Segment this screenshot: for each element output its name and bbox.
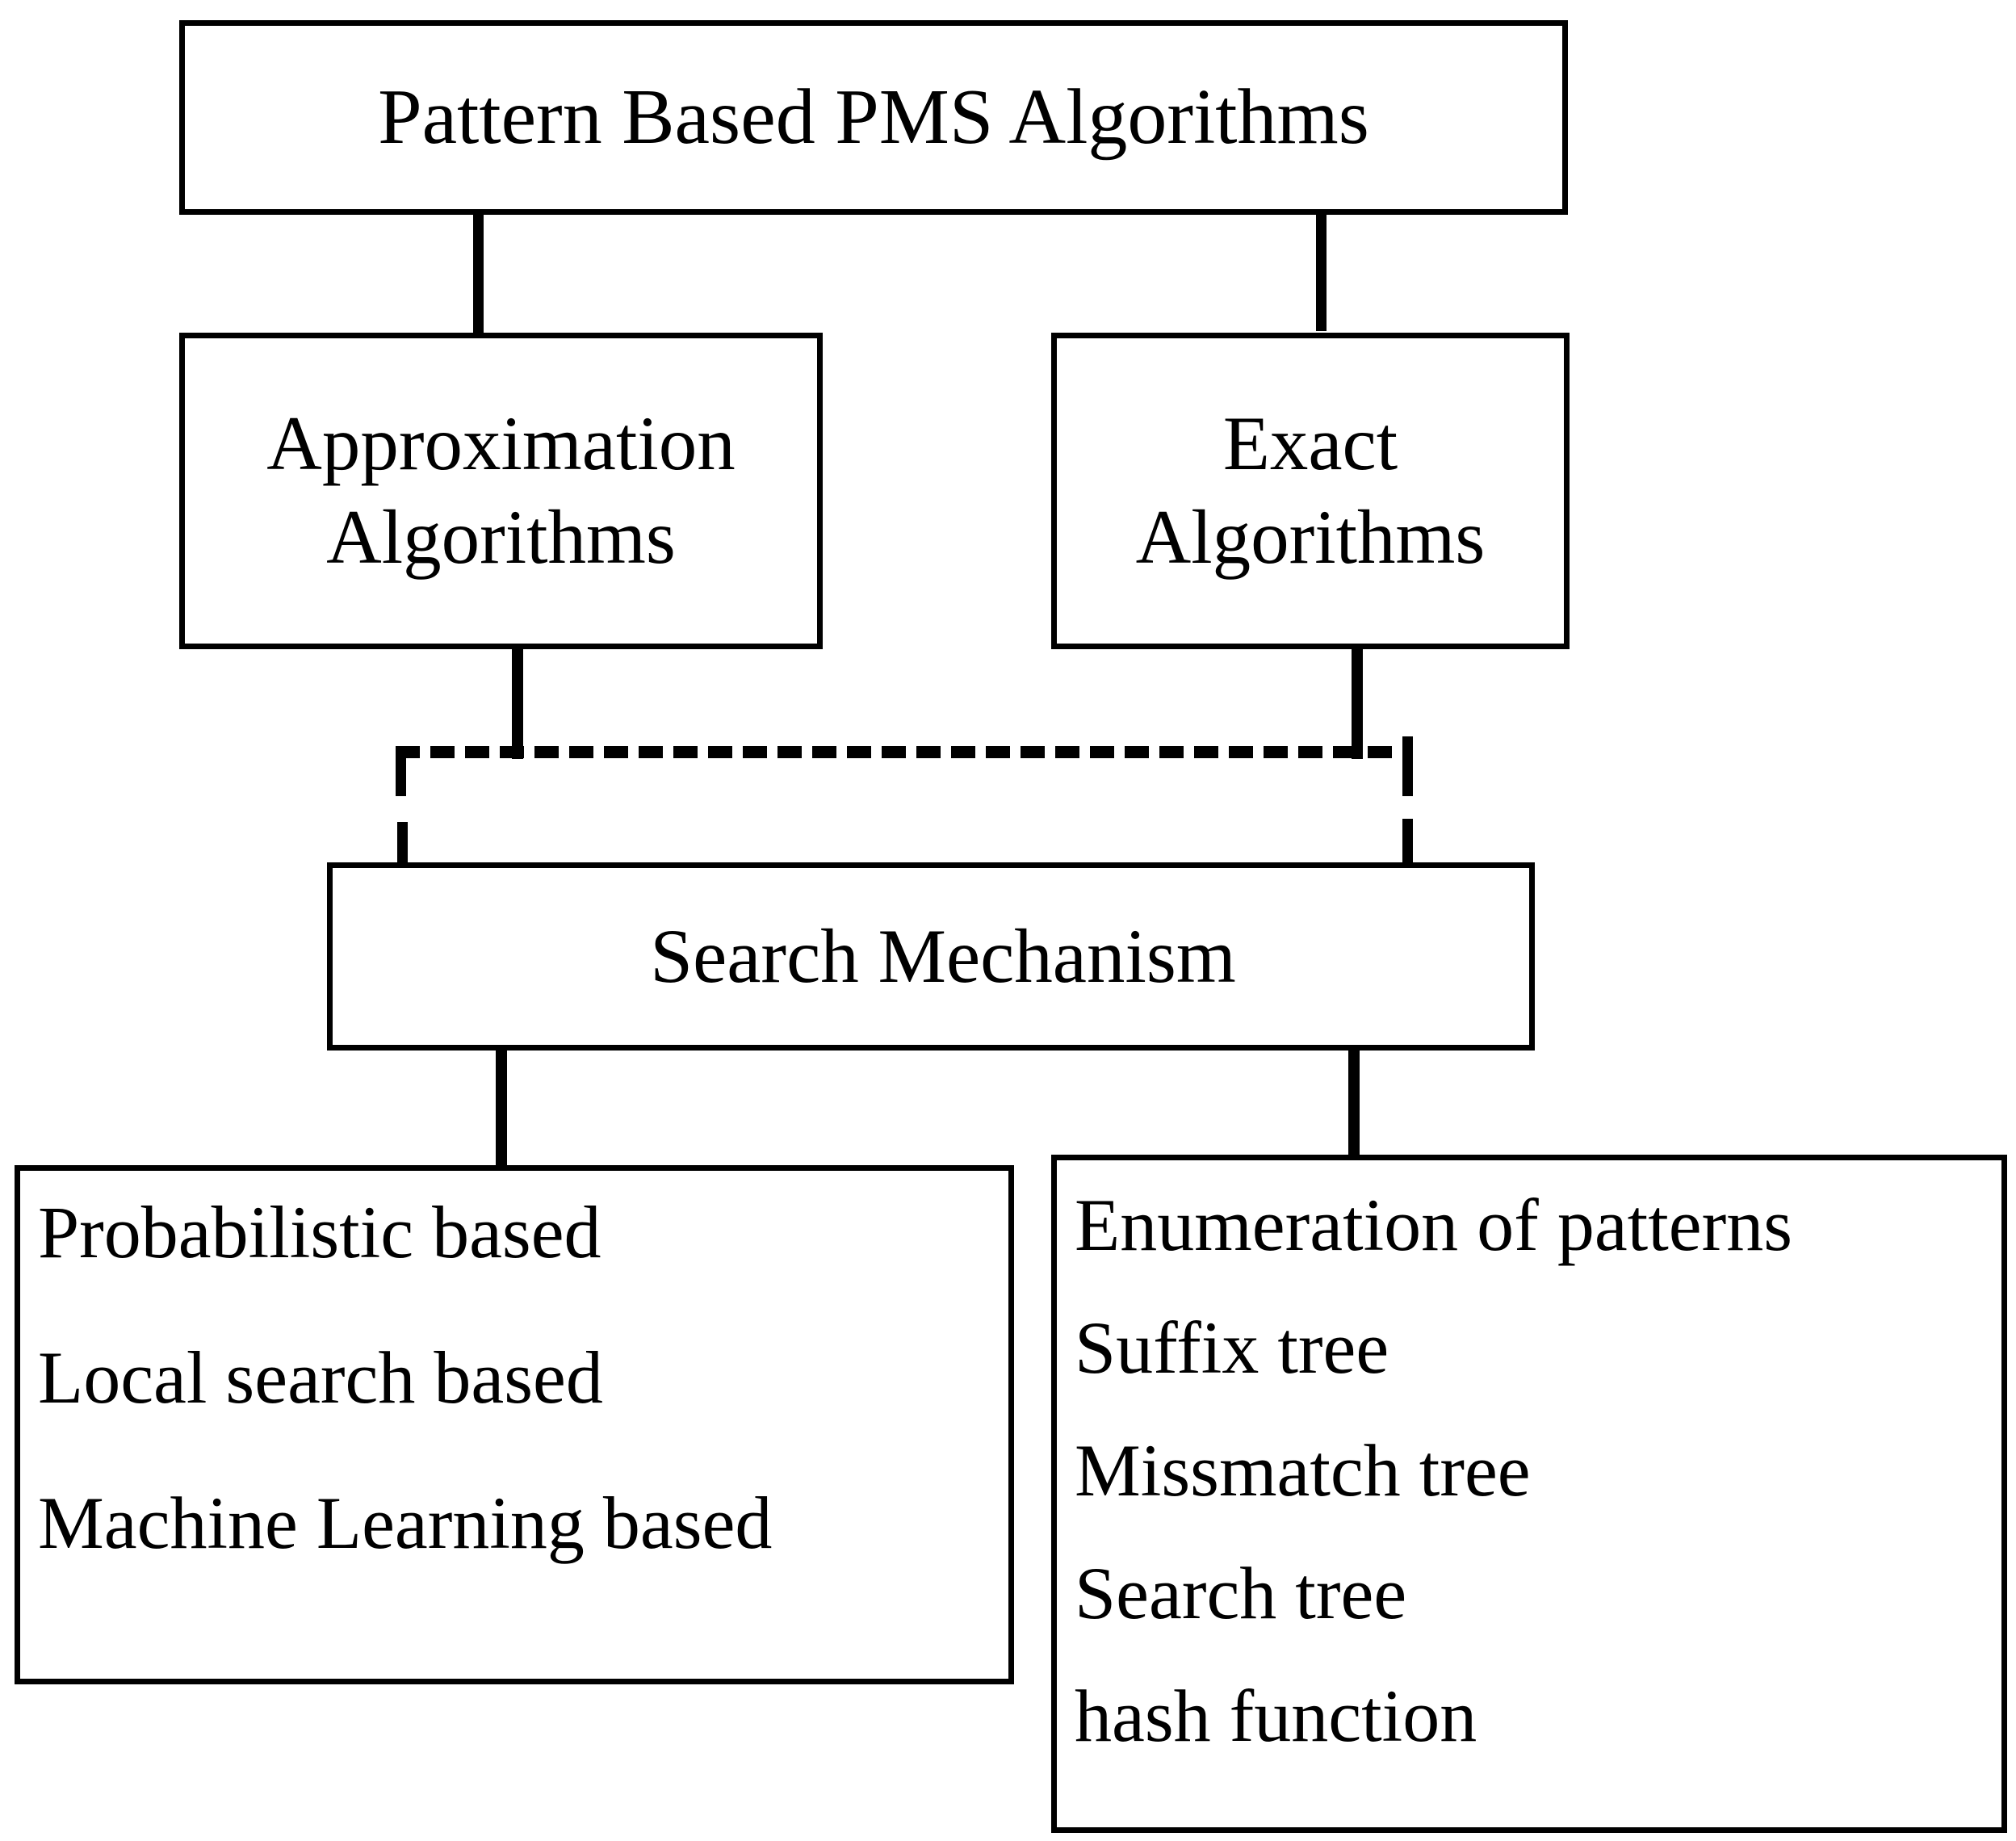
node-search-mechanism[interactable]: Search Mechanism (327, 862, 1535, 1051)
dashed-drop-left-to-search-mechanism (397, 822, 408, 866)
connector-exact-to-bus (1352, 642, 1363, 759)
list-item: Probabilistic based (38, 1191, 601, 1273)
node-root-label: Pattern Based PMS Algorithms (378, 73, 1369, 161)
connector-search-mechanism-to-approximation-methods (496, 1042, 507, 1169)
list-item: Machine Learning based (38, 1482, 773, 1564)
list-item: hash function (1075, 1675, 1477, 1757)
list-item: Search tree (1075, 1552, 1407, 1634)
dashed-drop-right-to-search-mechanism (1402, 819, 1413, 866)
connector-root-to-approximation (473, 208, 484, 338)
node-approximation-algorithms[interactable]: Approximation Algorithms (179, 333, 823, 649)
node-exact-methods-list[interactable]: Enumeration of patterns Suffix tree Miss… (1051, 1155, 2007, 1833)
node-approximation-label: Approximation Algorithms (266, 400, 736, 580)
list-item: Enumeration of patterns (1075, 1184, 1793, 1266)
dashed-bus-line (396, 746, 1405, 758)
dashed-bus-left-tick (396, 746, 406, 796)
connector-root-to-exact (1316, 200, 1327, 331)
list-item: Suffix tree (1075, 1306, 1389, 1389)
node-pattern-based-pms-algorithms[interactable]: Pattern Based PMS Algorithms (179, 20, 1568, 215)
connector-search-mechanism-to-exact-methods (1348, 1027, 1360, 1158)
node-exact-label: Exact Algorithms (1135, 400, 1486, 580)
node-search-mechanism-label: Search Mechanism (650, 912, 1236, 999)
node-approximation-methods-list[interactable]: Probabilistic based Local search based M… (15, 1165, 1014, 1684)
dashed-bus-right-tick (1402, 736, 1413, 796)
list-item: Missmatch tree (1075, 1429, 1531, 1512)
exact-methods-body: Enumeration of patterns Suffix tree Miss… (1057, 1160, 2001, 1753)
node-exact-algorithms[interactable]: Exact Algorithms (1051, 333, 1570, 649)
list-item: Local search based (38, 1336, 603, 1419)
approximation-methods-body: Probabilistic based Local search based M… (20, 1171, 1008, 1560)
connector-approximation-to-bus (512, 638, 523, 759)
